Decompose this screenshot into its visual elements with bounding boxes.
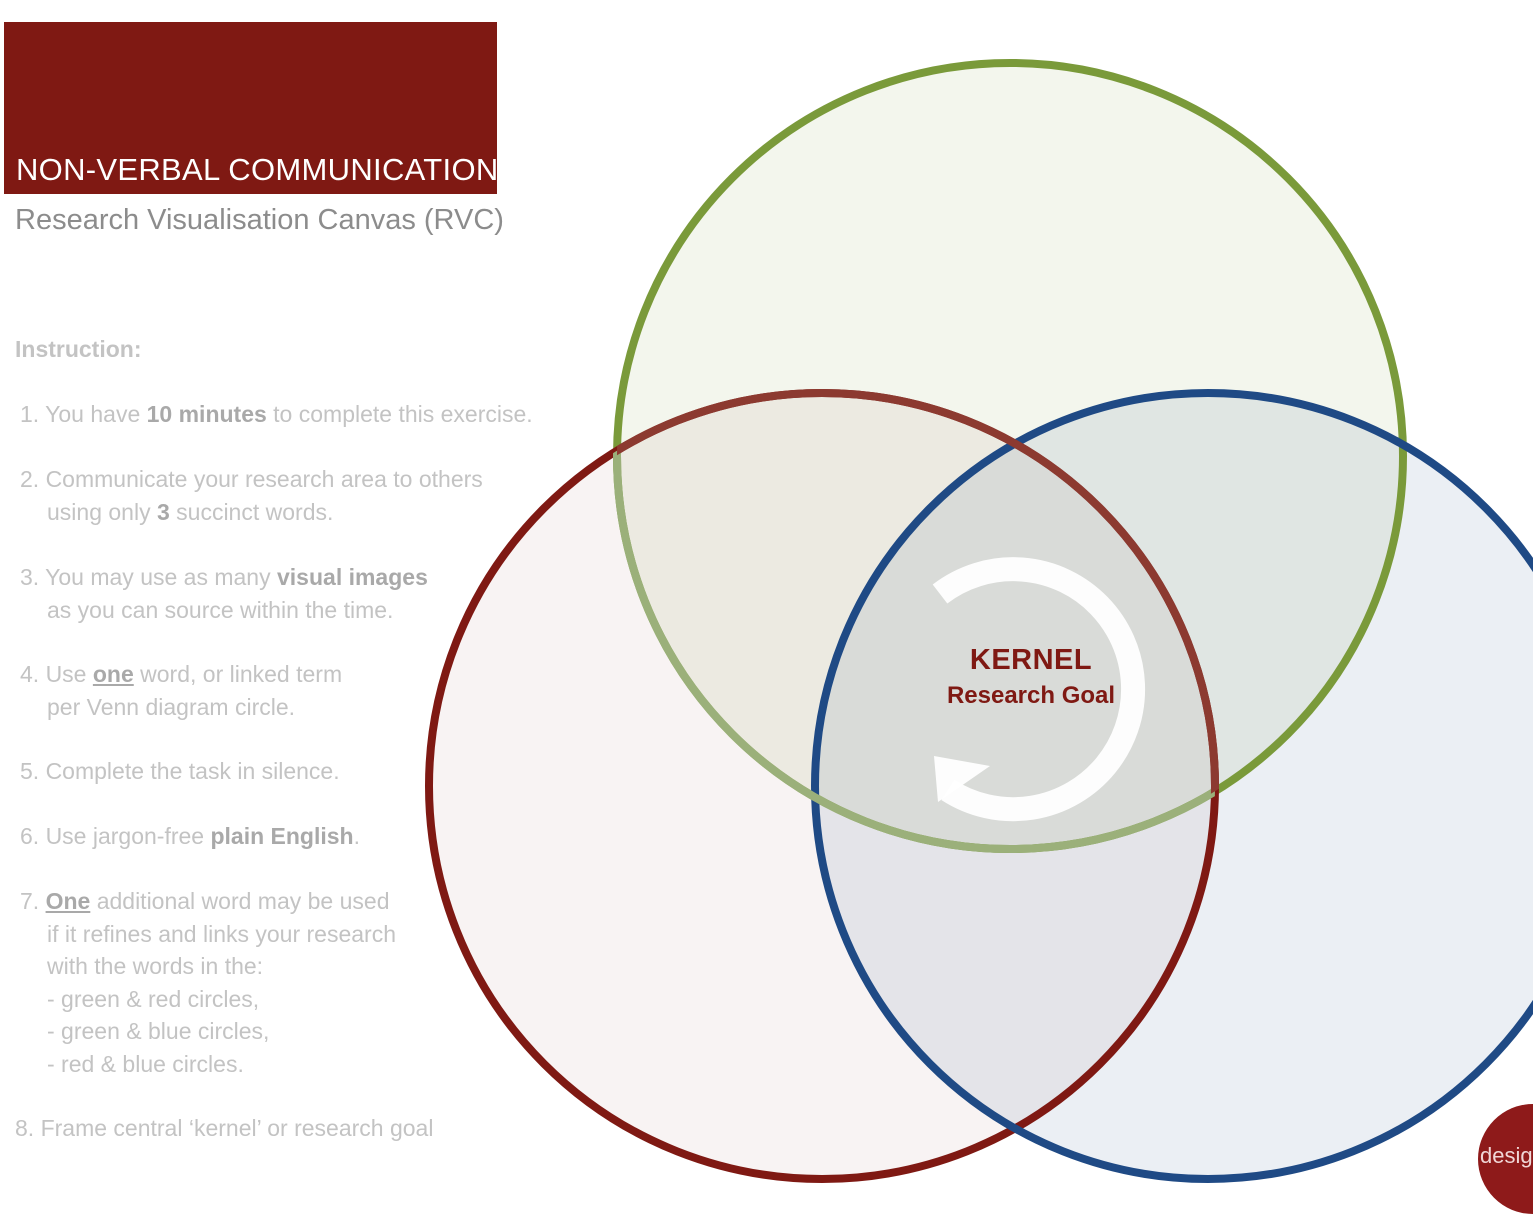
blue-circle-fill — [815, 393, 1533, 1179]
kernel-title: KERNEL — [969, 644, 1093, 676]
instruction-item-3: 3. You may use as many visual images as … — [20, 564, 428, 623]
green-circle-overlap-stroke — [613, 393, 1215, 853]
instruction-item-2: 2. Communicate your research area to oth… — [20, 466, 483, 525]
instruction-item-7: 7. One additional word may be used if it… — [20, 888, 396, 1077]
logo-text: design — [1480, 1143, 1533, 1168]
blue-circle — [811, 389, 1533, 1183]
red-circle-fill — [429, 393, 1215, 1179]
kernel-subtitle: Research Goal — [946, 682, 1116, 709]
green-circle-fill — [617, 63, 1403, 849]
instruction-item-4: 4. Use one word, or linked term per Venn… — [20, 661, 343, 720]
instruction-item-8: 8. Frame central ‘kernel’ or research go… — [15, 1115, 434, 1141]
page-subtitle: Research Visualisation Canvas (RVC) — [15, 204, 504, 236]
red-circle-overlap-stroke — [617, 389, 1219, 849]
instruction-item-5: 5. Complete the task in silence. — [20, 758, 340, 784]
circular-arrow-head — [934, 756, 990, 802]
instructions-heading: Instruction: — [15, 336, 142, 362]
instruction-item-6: 6. Use jargon-free plain English. — [20, 823, 360, 849]
circular-arrow-icon — [932, 557, 1146, 822]
page-title: NON-VERBAL COMMUNICATION — [16, 152, 499, 187]
header-banner: NON-VERBAL COMMUNICATION — [4, 22, 499, 194]
instruction-item-1: 1. You have 10 minutes to complete this … — [20, 401, 533, 427]
